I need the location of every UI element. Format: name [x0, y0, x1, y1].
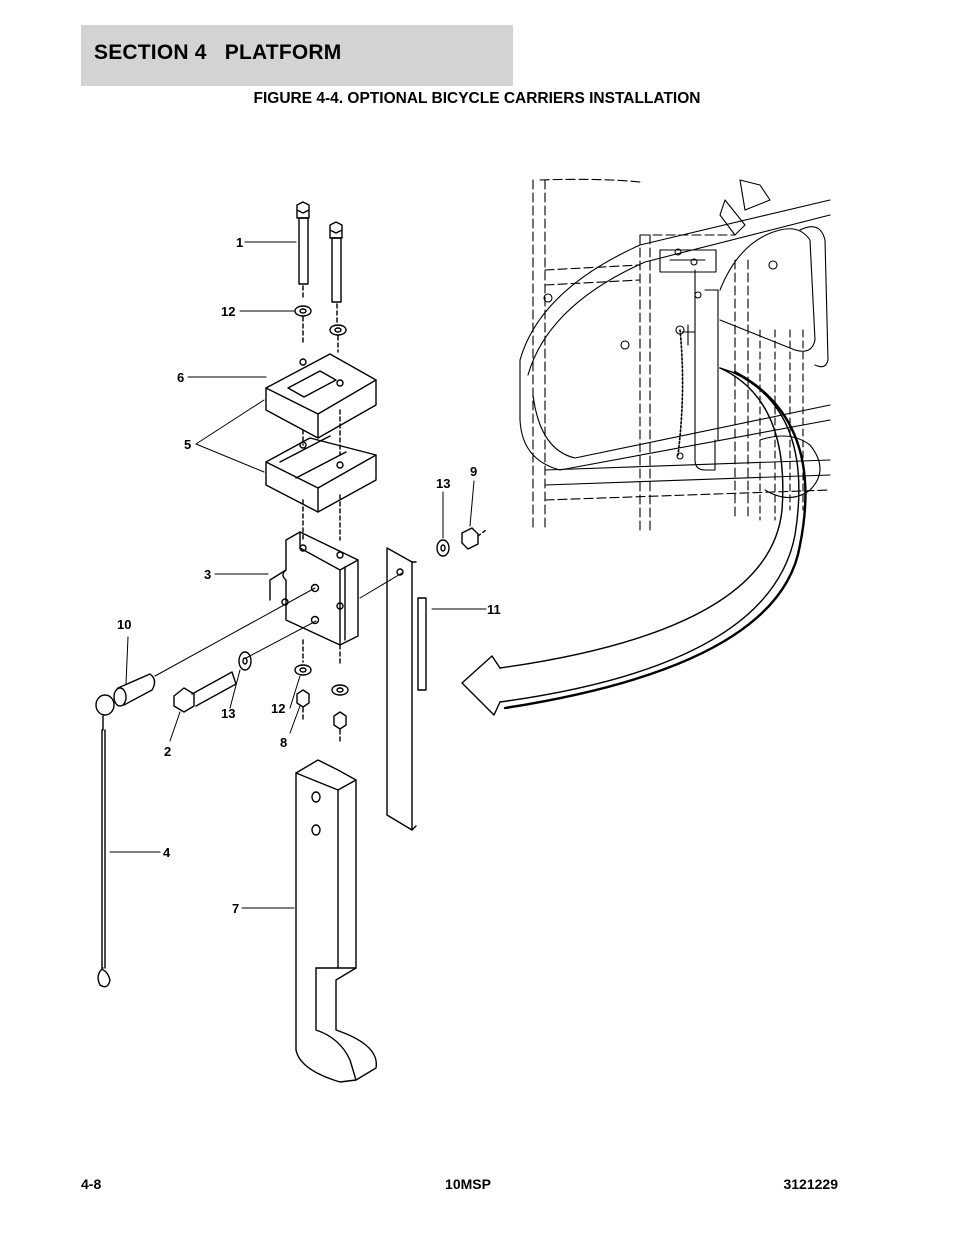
callout-12-lower: 12	[271, 701, 285, 716]
callout-10: 10	[117, 617, 131, 632]
footer-model: 10MSP	[445, 1176, 491, 1192]
section-header: SECTION 4 PLATFORM	[81, 25, 513, 86]
platform-frame-drawing	[519, 178, 831, 531]
washers-nuts-lower	[294, 664, 349, 743]
footer-doc-number: 3121229	[783, 1176, 838, 1192]
callout-11: 11	[487, 602, 501, 617]
callout-leaders	[109, 241, 487, 909]
bolt-1	[296, 201, 343, 323]
callout-13-upper: 13	[436, 476, 450, 491]
callout-1: 1	[236, 235, 243, 250]
arm-7	[295, 759, 377, 1083]
bolt-2	[173, 651, 252, 713]
callout-8: 8	[280, 735, 287, 750]
bracket-3	[269, 531, 359, 666]
bracket-11	[386, 547, 427, 831]
washer-13-nut-9	[436, 527, 487, 557]
pin-10	[95, 673, 156, 731]
pin-axis-lines	[154, 572, 403, 677]
footer-page-number: 4-8	[81, 1176, 102, 1192]
callout-13-lower: 13	[221, 706, 235, 721]
callout-12-upper: 12	[221, 304, 235, 319]
callout-5: 5	[184, 437, 191, 452]
callout-3: 3	[204, 567, 211, 582]
section-title: SECTION 4 PLATFORM	[94, 41, 342, 64]
callout-6: 6	[177, 370, 184, 385]
figure-title: FIGURE 4-4. OPTIONAL BICYCLE CARRIERS IN…	[253, 90, 701, 107]
callout-2: 2	[164, 744, 171, 759]
washers-12	[294, 305, 347, 353]
lanyard-4	[97, 729, 111, 988]
installation-arrow	[461, 367, 807, 716]
callout-7: 7	[232, 901, 239, 916]
top-block-6	[265, 353, 377, 456]
callout-9: 9	[470, 464, 477, 479]
callout-labels: 1 12 6 5 3 10 13 9 11 2 13 12 8 4 7	[117, 235, 501, 916]
bottom-block-5	[265, 435, 377, 541]
callout-4: 4	[163, 845, 171, 860]
